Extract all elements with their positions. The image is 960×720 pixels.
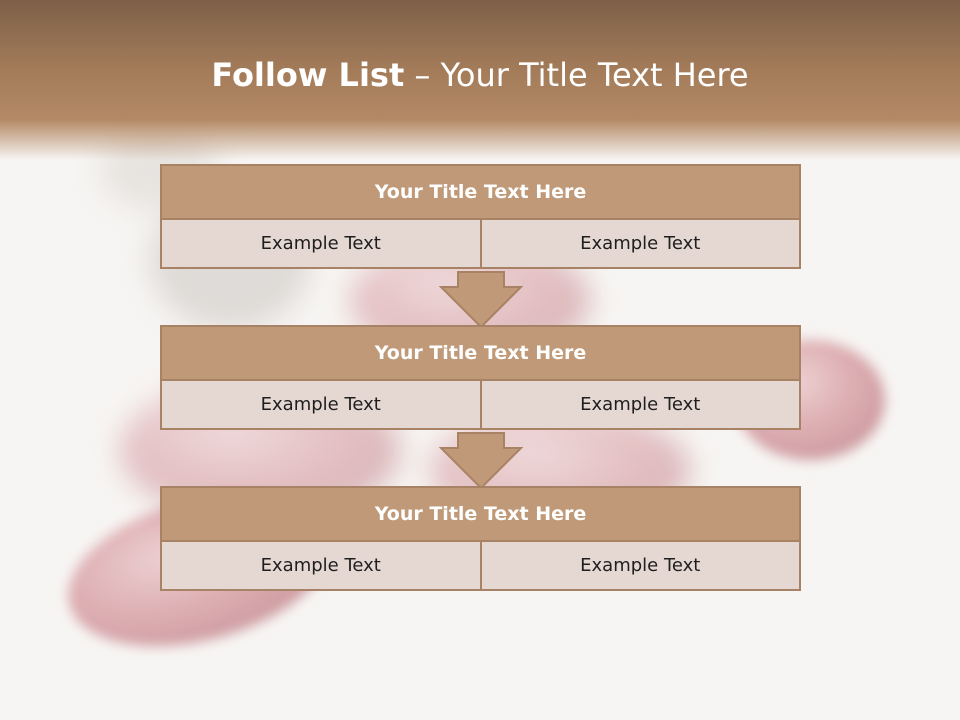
slide-title-bold: Follow List <box>211 56 405 94</box>
slide-title: Follow List – Your Title Text Here <box>0 56 960 94</box>
block-title: Your Title Text Here <box>160 486 801 542</box>
block-title: Your Title Text Here <box>160 164 801 220</box>
block-cell-left: Example Text <box>160 542 482 591</box>
block-row: Example Text Example Text <box>160 381 801 430</box>
block-title: Your Title Text Here <box>160 325 801 381</box>
header-band <box>0 0 960 160</box>
block-cell-right: Example Text <box>481 542 801 591</box>
down-arrow-icon <box>438 432 524 490</box>
block-cell-left: Example Text <box>160 381 482 430</box>
block-row: Example Text Example Text <box>160 542 801 591</box>
down-arrow-icon <box>438 271 524 329</box>
block-row: Example Text Example Text <box>160 220 801 269</box>
list-block-1: Your Title Text Here Example Text Exampl… <box>160 164 801 269</box>
block-cell-left: Example Text <box>160 220 482 269</box>
block-cell-right: Example Text <box>481 381 801 430</box>
slide-title-rest: – Your Title Text Here <box>404 56 749 94</box>
block-cell-right: Example Text <box>481 220 801 269</box>
list-block-3: Your Title Text Here Example Text Exampl… <box>160 486 801 591</box>
list-block-2: Your Title Text Here Example Text Exampl… <box>160 325 801 430</box>
